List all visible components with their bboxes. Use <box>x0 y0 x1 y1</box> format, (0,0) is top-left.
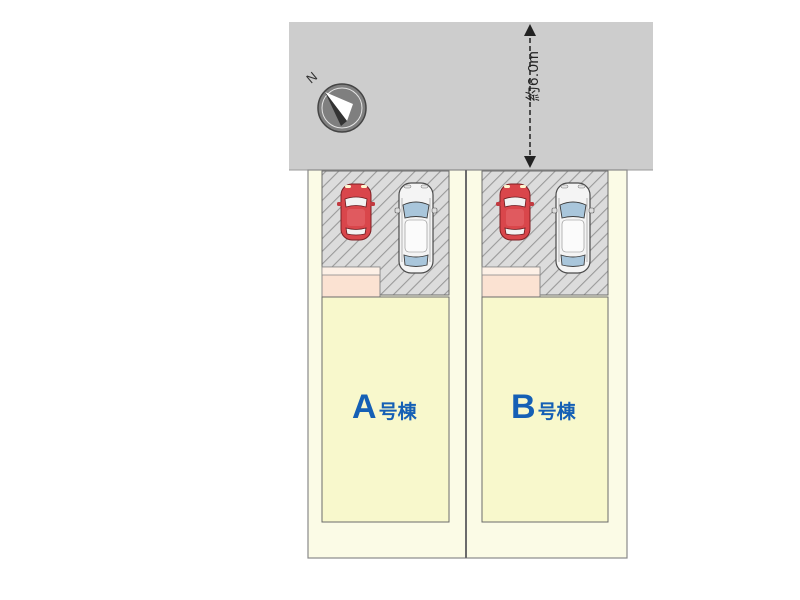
entrance-step-a <box>321 266 381 276</box>
white-car-icon <box>394 182 438 274</box>
unit-suffix-b: 号棟 <box>537 402 576 423</box>
building-a <box>321 296 450 523</box>
building-b <box>481 296 609 523</box>
lot-a <box>321 170 450 523</box>
entrance-step-b <box>481 266 541 276</box>
unit-suffix-a: 号棟 <box>378 402 417 423</box>
red-car-icon <box>336 183 376 241</box>
white-car-icon <box>551 182 595 274</box>
unit-letter-b: B <box>511 388 536 426</box>
lot-b <box>481 170 609 523</box>
road-width-label: 約6.0m <box>525 50 542 102</box>
red-car-icon <box>495 183 535 241</box>
road-width-dimension <box>524 24 536 168</box>
unit-letter-a: A <box>352 388 377 426</box>
north-arrow-icon <box>317 83 367 133</box>
